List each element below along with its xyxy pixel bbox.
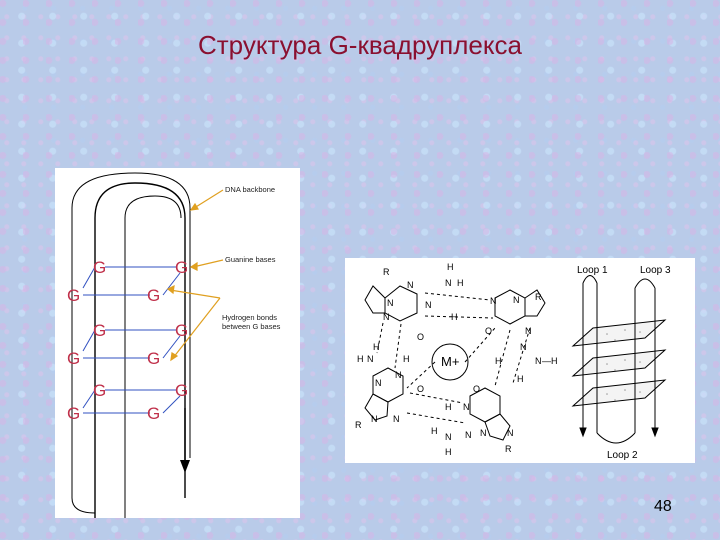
svg-text:N: N	[387, 298, 394, 308]
loop-2-label: Loop 2	[607, 450, 638, 461]
svg-text:H: H	[431, 426, 438, 436]
g-letter: G	[67, 349, 80, 368]
g-letter: G	[175, 321, 188, 340]
g-quadruplex-strand-diagram: G G G G G G G G G G G G DNA backbone Gu	[55, 168, 300, 518]
hbond-lines	[82, 266, 181, 414]
svg-text:R: R	[383, 267, 390, 277]
svg-text:N: N	[507, 428, 514, 438]
g-letter: G	[147, 349, 160, 368]
tetrad-stack	[571, 319, 667, 407]
guanine-bases-label: Guanine bases	[225, 255, 276, 264]
svg-text:N: N	[425, 300, 432, 310]
svg-text:N: N	[367, 354, 374, 364]
loop-strands	[579, 275, 659, 444]
svg-text:N: N	[375, 378, 382, 388]
svg-text:N: N	[393, 414, 400, 424]
svg-text:N: N	[525, 326, 532, 336]
svg-text:H: H	[403, 354, 410, 364]
g-tetrad-structure	[364, 285, 546, 441]
g-letter: G	[147, 404, 160, 423]
svg-text:H: H	[445, 402, 452, 412]
svg-text:N: N	[535, 356, 542, 366]
guanine-letters: G G G G G G G G G G G G	[67, 258, 188, 423]
svg-text:H: H	[457, 278, 464, 288]
g-letter: G	[67, 404, 80, 423]
svg-text:N: N	[463, 402, 470, 412]
annotation-labels: DNA backbone Guanine bases Hydrogen bond…	[222, 185, 281, 331]
svg-text:R: R	[505, 444, 512, 454]
g-letter: G	[93, 321, 106, 340]
svg-text:N: N	[371, 414, 378, 424]
g-letter: G	[147, 286, 160, 305]
dna-backbone-label: DNA backbone	[225, 185, 275, 194]
svg-text:O: O	[417, 332, 424, 342]
backbone-strand-left	[94, 182, 186, 518]
svg-text:N: N	[520, 342, 527, 352]
svg-text:R: R	[535, 292, 542, 302]
svg-text:H: H	[445, 447, 452, 457]
backbone-arrowhead	[180, 460, 190, 473]
loop-labels: Loop 1 Loop 3 Loop 2	[577, 265, 671, 461]
hydrogen-bonds-label: Hydrogen bonds	[222, 313, 277, 322]
backbone-strand-outer	[71, 172, 191, 498]
svg-text:N: N	[407, 280, 414, 290]
svg-text:O: O	[417, 384, 424, 394]
g-letter: G	[175, 258, 188, 277]
svg-text:N: N	[445, 278, 452, 288]
svg-text:H: H	[517, 374, 524, 384]
svg-text:N: N	[480, 428, 487, 438]
slide-title: Структура G-квадруплекса	[198, 30, 522, 60]
ion-label: M+	[441, 354, 459, 369]
svg-text:H: H	[357, 354, 364, 364]
loop-3-label: Loop 3	[640, 265, 671, 276]
page-number: 48	[654, 498, 672, 515]
svg-text:H: H	[447, 262, 454, 272]
svg-text:N: N	[490, 296, 497, 306]
g-letter: G	[93, 381, 106, 400]
g-letter: G	[175, 381, 188, 400]
tetrad-hbonds	[376, 292, 531, 424]
svg-text:N: N	[513, 295, 520, 305]
g-letter: G	[93, 258, 106, 277]
backbone-bottom-curve	[71, 497, 96, 514]
svg-text:O: O	[485, 326, 492, 336]
svg-text:N: N	[445, 432, 452, 442]
svg-text:—H: —H	[542, 356, 558, 366]
svg-text:R: R	[355, 420, 362, 430]
svg-text:N: N	[383, 312, 390, 322]
svg-text:O: O	[473, 384, 480, 394]
svg-text:H: H	[373, 342, 380, 352]
svg-text:N: N	[465, 430, 472, 440]
annotation-arrows	[166, 189, 224, 362]
g-letter: G	[67, 286, 80, 305]
hydrogen-bonds-label-2: between G bases	[222, 322, 281, 331]
svg-text:N: N	[395, 370, 402, 380]
backbone-strand-inner	[124, 195, 182, 518]
strand-diagram-svg: G G G G G G G G G G G G DNA backbone Gu	[67, 172, 281, 518]
loop-1-label: Loop 1	[577, 265, 608, 276]
svg-text:H: H	[451, 312, 458, 322]
svg-text:H: H	[495, 356, 502, 366]
